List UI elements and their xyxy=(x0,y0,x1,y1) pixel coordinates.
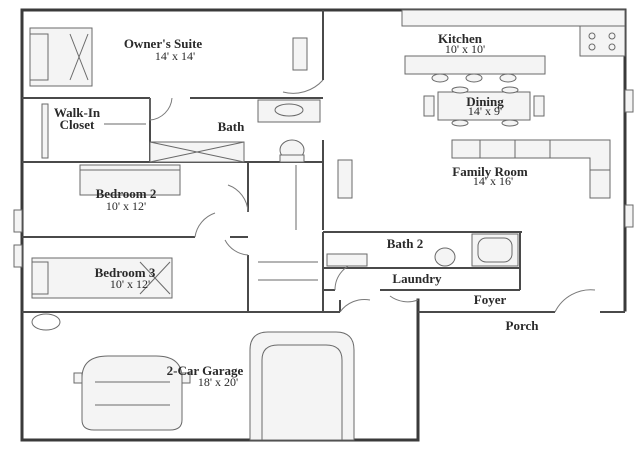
doors xyxy=(149,79,596,313)
room-labels: Owner's Suite 14' x 14' Walk-In Closet B… xyxy=(54,31,539,389)
interior-walls xyxy=(22,10,625,313)
bath-label: Bath xyxy=(218,119,246,134)
garage-label: 2-Car Garage xyxy=(167,363,244,378)
walk-in-closet-label-2: Closet xyxy=(60,117,95,132)
bedroom3-label: Bedroom 3 xyxy=(95,265,156,280)
family-room-label: Family Room xyxy=(452,164,528,179)
dining-label: Dining xyxy=(466,94,504,109)
bath2-label: Bath 2 xyxy=(387,236,423,251)
laundry-label: Laundry xyxy=(392,271,442,286)
dining-table xyxy=(423,86,545,127)
bath2-fixtures xyxy=(326,233,519,267)
garage xyxy=(31,313,355,441)
foyer-label: Foyer xyxy=(474,292,507,307)
bedroom3-size: 10' x 12' xyxy=(110,277,150,291)
owners-bed xyxy=(29,27,93,87)
kitchen-fixtures xyxy=(401,9,626,83)
porch-label: Porch xyxy=(506,318,540,333)
kitchen-label: Kitchen xyxy=(438,31,483,46)
walk-in-closet-label-1: Walk-In xyxy=(54,105,101,120)
owners-suite-label: Owner's Suite xyxy=(124,36,203,51)
closet-shelving xyxy=(41,103,146,159)
bedroom2-bed xyxy=(79,164,181,196)
bedroom3-bed xyxy=(31,257,173,299)
bedroom2-size: 10' x 12' xyxy=(106,199,146,213)
dining-size: 14' x 9' xyxy=(468,104,502,118)
family-room-size: 14' x 16' xyxy=(473,174,513,188)
bath-fixtures xyxy=(149,99,321,163)
windows xyxy=(13,37,634,268)
bedroom2-label: Bedroom 2 xyxy=(96,186,157,201)
hall-shelving xyxy=(258,165,318,281)
family-sofa xyxy=(451,139,611,199)
owners-suite-size: 14' x 14' xyxy=(155,49,195,63)
kitchen-size: 10' x 10' xyxy=(445,42,485,56)
garage-size: 18' x 20' xyxy=(198,375,238,389)
